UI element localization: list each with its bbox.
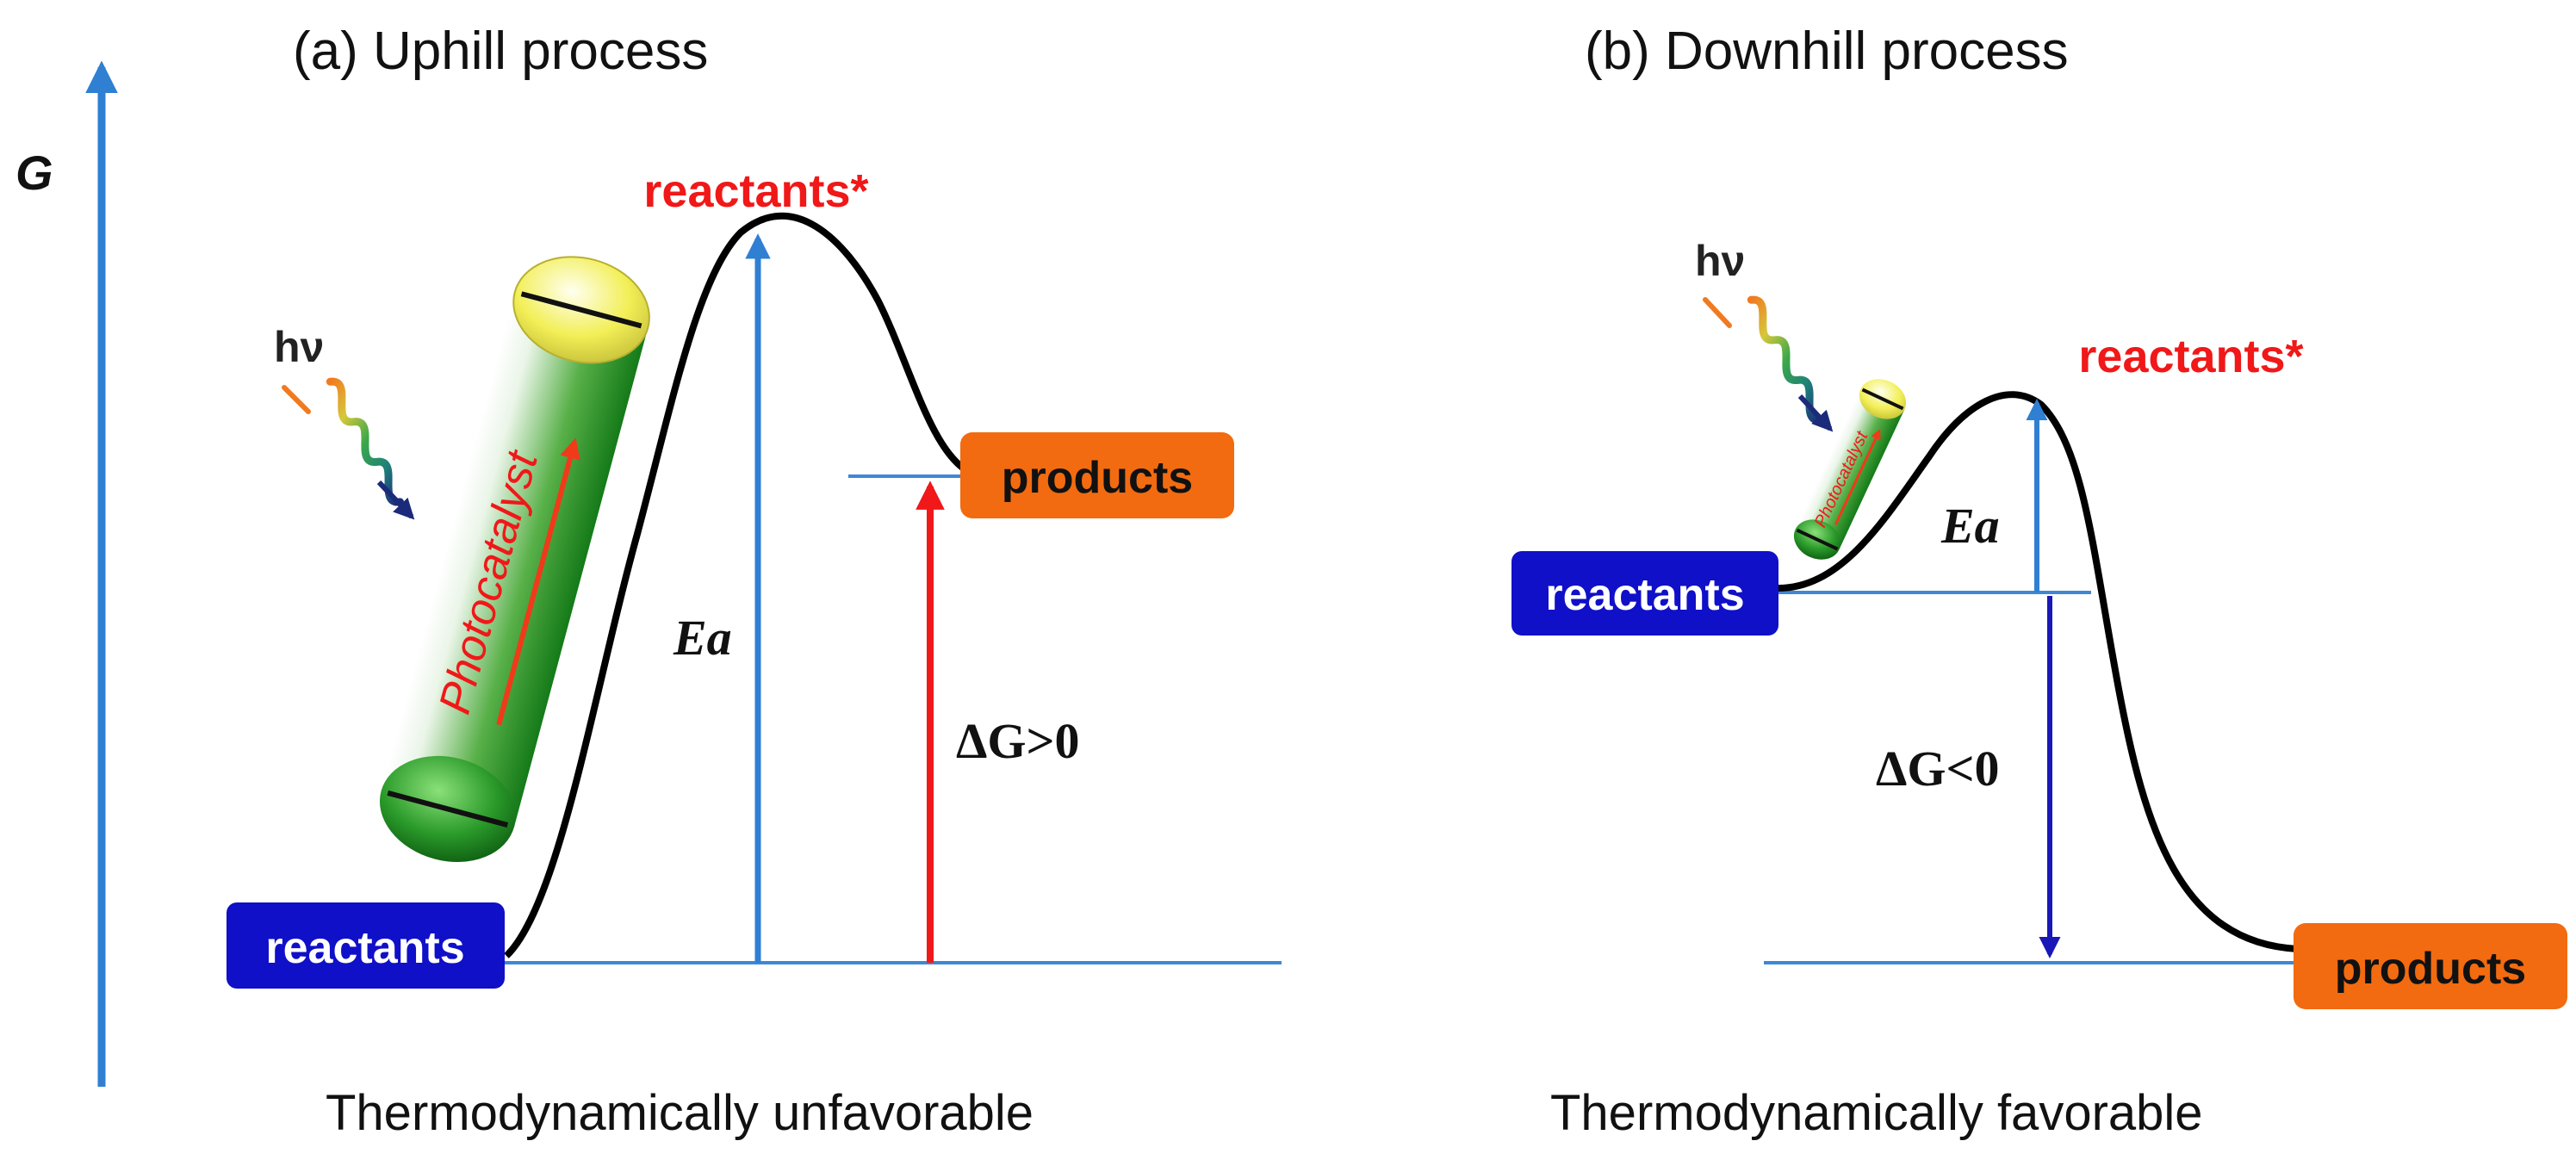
panel-uphill: (a) Uphill process Ea ΔG>0 reactants pro…	[227, 22, 1282, 1141]
panel-a-reactants-label: reactants	[265, 923, 464, 973]
panel-a-ea-label: Ea	[673, 610, 732, 666]
panel-a-energy-curve	[504, 212, 983, 958]
panel-b-excited-label: reactants*	[2078, 331, 2303, 382]
panel-a-excited-label: reactants*	[643, 165, 868, 217]
panel-a-caption: Thermodynamically unfavorable	[326, 1085, 1034, 1141]
panel-b-heading: (b) Downhill process	[1585, 22, 2069, 81]
g-axis-label: G	[16, 146, 53, 200]
panel-a-products-label: products	[1002, 453, 1193, 503]
panel-b-ea-label: Ea	[1940, 498, 2000, 554]
panel-b-light-wave-icon	[1703, 295, 1834, 432]
panel-a-photocatalyst-icon: Photocatalyst	[379, 256, 650, 862]
panel-a-reactants-box	[227, 902, 505, 989]
panel-b-dg-label: ΔG<0	[1876, 741, 2000, 797]
panel-b-caption: Thermodynamically favorable	[1550, 1085, 2203, 1141]
panel-a-products-box	[960, 432, 1234, 518]
panel-downhill: (b) Downhill process Ea ΔG<0 reactants p…	[1511, 22, 2567, 1141]
panel-b-products-label: products	[2335, 944, 2526, 994]
panel-a-light-wave-icon	[282, 377, 415, 520]
panel-b-energy-curve	[1778, 391, 2299, 952]
panel-b-reactants-label: reactants	[1545, 570, 1744, 620]
panel-a-photon-label: hν	[274, 323, 324, 371]
panel-a-heading: (a) Uphill process	[293, 22, 708, 81]
panel-b-reactants-box	[1511, 551, 1778, 636]
panel-b-products-box	[2294, 923, 2567, 1009]
panel-a-dg-label: ΔG>0	[956, 713, 1080, 769]
panel-b-photon-label: hν	[1695, 237, 1745, 285]
